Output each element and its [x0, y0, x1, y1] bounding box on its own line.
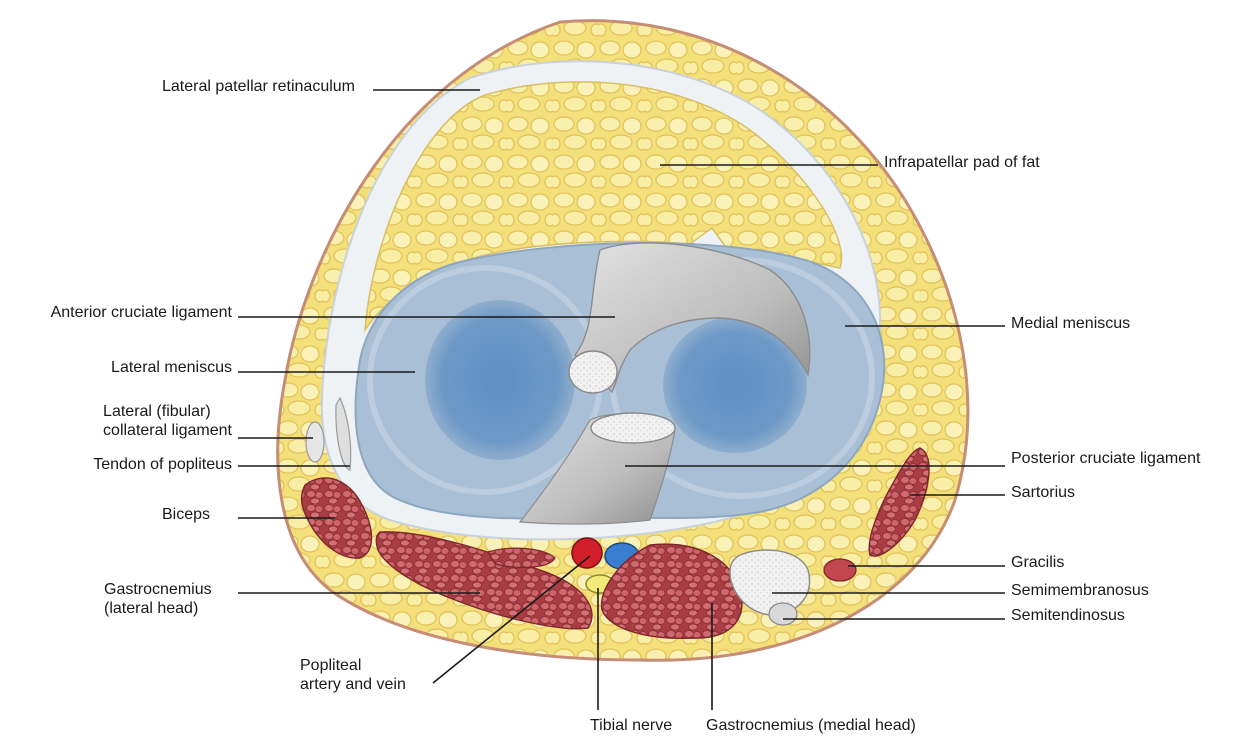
label-gastrocnemius-lateral-line1: Gastrocnemius — [104, 580, 212, 599]
gracilis-muscle — [824, 559, 856, 581]
label-biceps: Biceps — [162, 505, 210, 524]
popliteal-artery — [572, 538, 602, 568]
label-semitendinosus: Semitendinosus — [1011, 606, 1125, 625]
label-popliteal-line1: Popliteal — [300, 656, 406, 675]
label-lateral-patellar-retinaculum: Lateral patellar retinaculum — [162, 77, 355, 96]
lateral-collateral-ligament-shape — [306, 422, 324, 462]
label-gastrocnemius-lateral-line2: (lateral head) — [104, 599, 212, 618]
label-lateral-collateral-ligament-line2: collateral ligament — [103, 421, 232, 440]
semitendinosus-tendon — [769, 603, 797, 625]
lateral-tibial-facet — [425, 300, 575, 460]
label-popliteal-artery-and-vein: Popliteal artery and vein — [300, 656, 406, 694]
label-medial-meniscus: Medial meniscus — [1011, 314, 1130, 333]
label-anterior-cruciate-ligament: Anterior cruciate ligament — [51, 303, 232, 322]
label-gastrocnemius-lateral-head: Gastrocnemius (lateral head) — [104, 580, 212, 618]
label-tendon-of-popliteus: Tendon of popliteus — [93, 455, 232, 474]
label-tibial-nerve: Tibial nerve — [590, 716, 672, 735]
posterior-cruciate-ligament-end — [591, 413, 675, 443]
label-posterior-cruciate-ligament: Posterior cruciate ligament — [1011, 449, 1200, 468]
label-infrapatellar-pad-of-fat: Infrapatellar pad of fat — [884, 153, 1040, 172]
label-sartorius: Sartorius — [1011, 483, 1075, 502]
anterior-cruciate-ligament-end — [569, 351, 617, 393]
label-gastrocnemius-medial-head: Gastrocnemius (medial head) — [706, 716, 916, 735]
label-lateral-meniscus: Lateral meniscus — [111, 358, 232, 377]
label-semimembranosus: Semimembranosus — [1011, 581, 1149, 600]
label-lateral-collateral-ligament-line1: Lateral (fibular) — [103, 402, 232, 421]
label-gracilis: Gracilis — [1011, 553, 1064, 572]
label-lateral-collateral-ligament: Lateral (fibular) collateral ligament — [103, 402, 232, 440]
label-popliteal-line2: artery and vein — [300, 675, 406, 694]
